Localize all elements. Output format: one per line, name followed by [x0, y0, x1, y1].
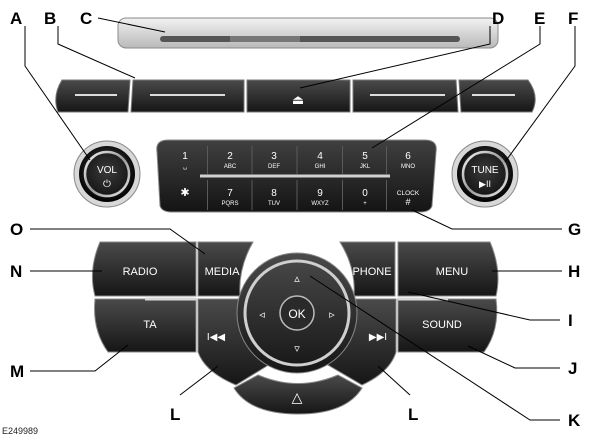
keypad-key-number: 4	[317, 151, 323, 162]
seek-forward-icon: ▶▶I	[369, 332, 387, 343]
keypad-key-letters: TUV	[268, 201, 280, 207]
play-pause-icon: ▶II	[479, 179, 491, 189]
up-arrow-icon[interactable]: ▵	[294, 273, 300, 285]
callout-a: A	[10, 9, 22, 28]
keypad-key-number: ✱	[180, 187, 189, 199]
keypad-key-letters: JKL	[360, 164, 371, 170]
media-label: MEDIA	[205, 266, 241, 278]
keypad-key-letters: DEF	[268, 164, 280, 170]
callout-d: D	[492, 9, 504, 28]
callout-e: E	[534, 9, 545, 28]
vol-label: VOL	[97, 165, 117, 176]
keypad-key-number: 2	[227, 151, 233, 162]
hazard-icon: △	[292, 389, 303, 405]
keypad-key-number: 9	[317, 188, 323, 199]
ta-button[interactable]	[94, 298, 197, 353]
eject-button[interactable]	[246, 79, 351, 113]
cd-slot-unit	[117, 17, 499, 49]
tune-knob[interactable]: TUNE ▶II	[451, 140, 519, 208]
callout-letters: A B C D E F G H I J K L L M N O	[10, 9, 581, 430]
callout-n: N	[10, 262, 22, 281]
keypad-key-letters: PQRS	[221, 201, 238, 207]
sound-label: SOUND	[422, 319, 462, 331]
keypad-key-number: 3	[271, 151, 277, 162]
keypad-key-12[interactable]: CLOCK#	[386, 180, 420, 210]
phone-button[interactable]	[339, 241, 396, 297]
keypad-key-number: 6	[405, 151, 411, 162]
power-icon: ⏻	[103, 179, 111, 190]
callout-i: I	[568, 311, 573, 330]
callout-o: O	[10, 220, 23, 239]
eject-icon: ⏏	[292, 92, 304, 107]
sound-button[interactable]	[397, 298, 498, 353]
hazard-button[interactable]	[233, 374, 363, 415]
keypad-key-number: 7	[227, 188, 233, 199]
keypad-key-number: 0	[362, 188, 368, 199]
menu-label: MENU	[436, 266, 468, 278]
figure-id: E249989	[2, 426, 39, 436]
down-arrow-icon[interactable]: ▿	[294, 343, 300, 355]
keypad-key-letters: +	[363, 201, 367, 207]
keypad-key-1[interactable]: 1␣	[182, 151, 188, 170]
callout-m: M	[10, 362, 24, 381]
keypad-key-letters: ABC	[224, 164, 237, 170]
callout-l-right: L	[408, 405, 418, 424]
radio-label: RADIO	[123, 266, 158, 278]
callout-b: B	[44, 9, 56, 28]
lower-control-cluster: RADIO MEDIA PHONE MENU TA SOUND I◀◀ ▶▶I …	[91, 241, 499, 415]
callout-c: C	[80, 9, 92, 28]
menu-button[interactable]	[397, 241, 499, 297]
keypad-key-letters: ␣	[183, 164, 187, 170]
callout-l-left: L	[170, 405, 180, 424]
keypad-key-letters: MNO	[401, 164, 415, 170]
keypad-key-letters: GHI	[315, 164, 326, 170]
keypad: 1␣2ABC3DEF4GHI5JKL6MNO✱7PQRS8TUV9WXYZ0+C…	[156, 139, 437, 213]
callout-j: J	[568, 359, 577, 378]
top-button-strip: ⏏	[55, 79, 536, 113]
callout-k: K	[568, 411, 581, 430]
ta-label: TA	[143, 319, 157, 331]
keypad-key-11[interactable]: 0+	[342, 180, 369, 210]
keypad-key-7[interactable]: ✱	[180, 187, 189, 199]
callout-g: G	[568, 220, 581, 239]
left-arrow-icon[interactable]: ◃	[259, 309, 265, 321]
tune-label: TUNE	[471, 165, 499, 176]
phone-label: PHONE	[352, 266, 391, 278]
keypad-key-number: 5	[362, 151, 368, 162]
seek-back-icon: I◀◀	[207, 332, 225, 343]
ok-label: OK	[288, 307, 305, 321]
keypad-key-number: CLOCK	[397, 190, 420, 197]
ok-button[interactable]	[279, 295, 315, 331]
right-arrow-icon[interactable]: ▹	[329, 309, 335, 321]
keypad-key-number: 8	[271, 188, 277, 199]
keypad-key-letters: #	[405, 197, 410, 207]
radio-button[interactable]	[91, 241, 197, 297]
callout-h: H	[568, 262, 580, 281]
callout-f: F	[568, 9, 578, 28]
keypad-key-number: 1	[182, 151, 188, 162]
keypad-key-letters: WXYZ	[311, 201, 329, 207]
callout-leader-lines	[24, 17, 576, 421]
vol-knob[interactable]: VOL ⏻	[73, 140, 141, 208]
